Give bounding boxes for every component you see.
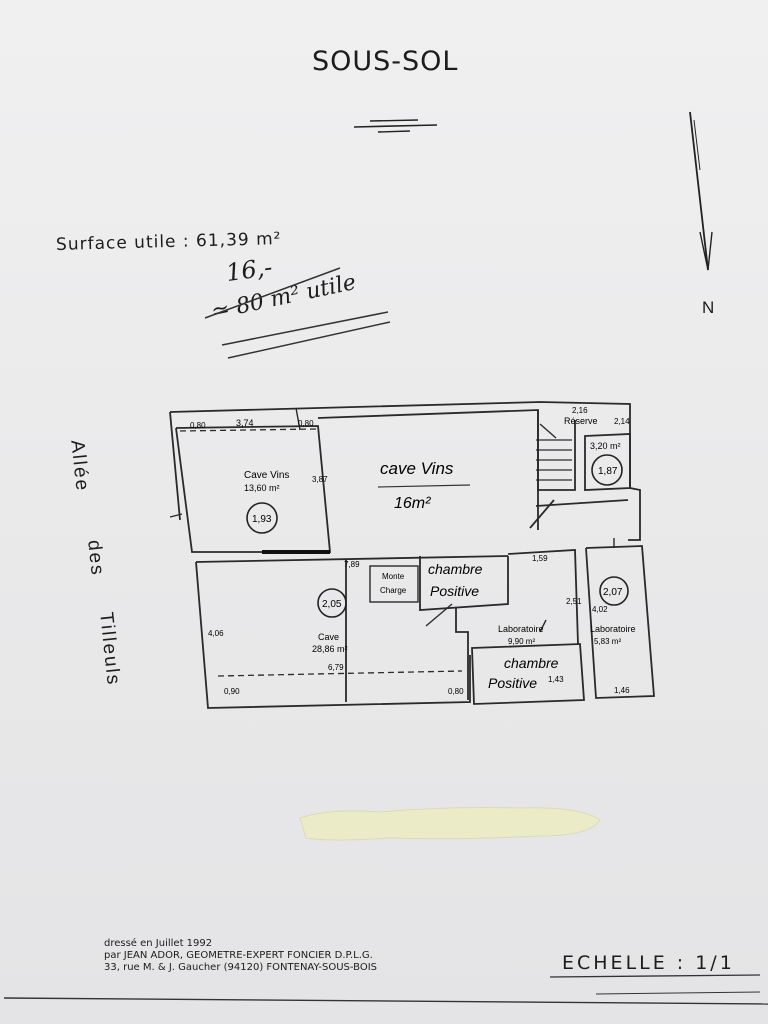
dimension: 0,80 [298,419,314,428]
dimension: 7,89 [344,560,360,569]
correction-tape-mark [299,807,601,841]
room-area-cave-vins-large: 16m² [394,495,431,512]
north-label: N [702,298,715,317]
dimension: 2,16 [572,406,588,415]
dimension: 1,46 [614,686,630,695]
dimension: 6,79 [328,663,344,672]
room-name-cave-vins-large: cave Vins [380,459,454,478]
dimension: 0,90 [224,687,240,696]
footer-address: 33, rue M. & J. Gaucher (94120) FONTENAY… [104,962,378,973]
room-area-laboratoire-right: 5,83 m² [594,637,621,646]
dimension: 2,14 [614,417,630,426]
dimension: 3,74 [236,418,254,428]
dimension: 4,06 [208,629,224,638]
dimension: 1,43 [548,675,564,684]
room-name-laboratoire-right: Laboratoire [590,624,636,634]
footer-surveyor: par JEAN ADOR, GEOMETRE-EXPERT FONCIER D… [104,950,373,961]
monte-charge-label: Charge [380,586,407,595]
room-number-circle [591,454,623,486]
room-name-reserve: Réserve [564,416,598,426]
room-number-circle [317,588,347,618]
room-area-laboratoire-small: 9,90 m² [508,637,535,646]
dimension: 2,51 [566,597,582,606]
footer-date: dressé en Juillet 1992 [104,938,213,949]
plan-title: SOUS-SOL [312,46,459,77]
room-number: 1,87 [598,466,618,477]
dimension: 0,80 [448,687,464,696]
chambre-positive-label: chambre [504,655,559,671]
room-area-cave: 28,86 m² [312,644,348,654]
room-number: 1,93 [252,514,272,525]
monte-charge-label: Monte [382,572,405,581]
dimension: 0,80 [190,421,206,430]
chambre-positive-label: Positive [430,583,479,599]
room-number: 2,07 [603,587,623,598]
chambre-positive-label: Positive [488,675,537,691]
room-number-circle [246,502,278,534]
room-area-reserve: 3,20 m² [590,441,621,451]
room-number: 2,05 [322,599,342,610]
dimension: 4,02 [592,605,608,614]
dimension: 1,59 [532,554,548,563]
room-name-cave: Cave [318,632,339,642]
room-name-laboratoire-small: Laboratoire [498,624,544,634]
north-arrow-icon [689,111,713,271]
dimension: 3,87 [312,475,328,484]
scale-label: ECHELLE : 1/1 [562,952,735,974]
room-area-cave-vins-small: 13,60 m² [244,483,280,493]
room-name-cave-vins-small: Cave Vins [244,470,289,481]
room-number-circle [599,576,629,606]
chambre-positive-label: chambre [428,561,483,577]
